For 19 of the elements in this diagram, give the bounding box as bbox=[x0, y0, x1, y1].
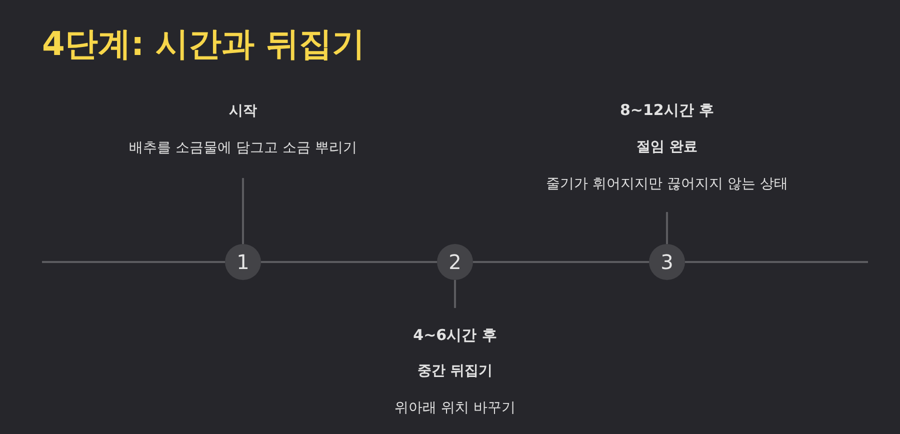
title: 4단계: 시간과 뒤집기 bbox=[42, 23, 366, 65]
step-subheading: 시작 bbox=[229, 102, 257, 120]
timeline-line bbox=[261, 261, 437, 263]
connector-line bbox=[454, 280, 456, 308]
timeline-line bbox=[685, 261, 868, 263]
step-circle: 2 bbox=[437, 244, 473, 280]
timeline-line bbox=[473, 261, 649, 263]
step-heading: 4~6시간 후 bbox=[413, 326, 497, 345]
step-subheading: 절임 완료 bbox=[636, 138, 698, 156]
step-circle: 1 bbox=[225, 244, 261, 280]
step-heading: 8~12시간 후 bbox=[620, 101, 714, 120]
step-description: 위아래 위치 바꾸기 bbox=[394, 399, 516, 417]
step-circle: 3 bbox=[649, 244, 685, 280]
step-description: 줄기가 휘어지지만 끊어지지 않는 상태 bbox=[546, 175, 788, 193]
step-description: 배추를 소금물에 담그고 소금 뿌리기 bbox=[129, 139, 357, 157]
step-subheading: 중간 뒤집기 bbox=[418, 362, 492, 380]
timeline-line bbox=[42, 261, 225, 263]
connector-line bbox=[666, 212, 668, 244]
connector-line bbox=[242, 178, 244, 244]
